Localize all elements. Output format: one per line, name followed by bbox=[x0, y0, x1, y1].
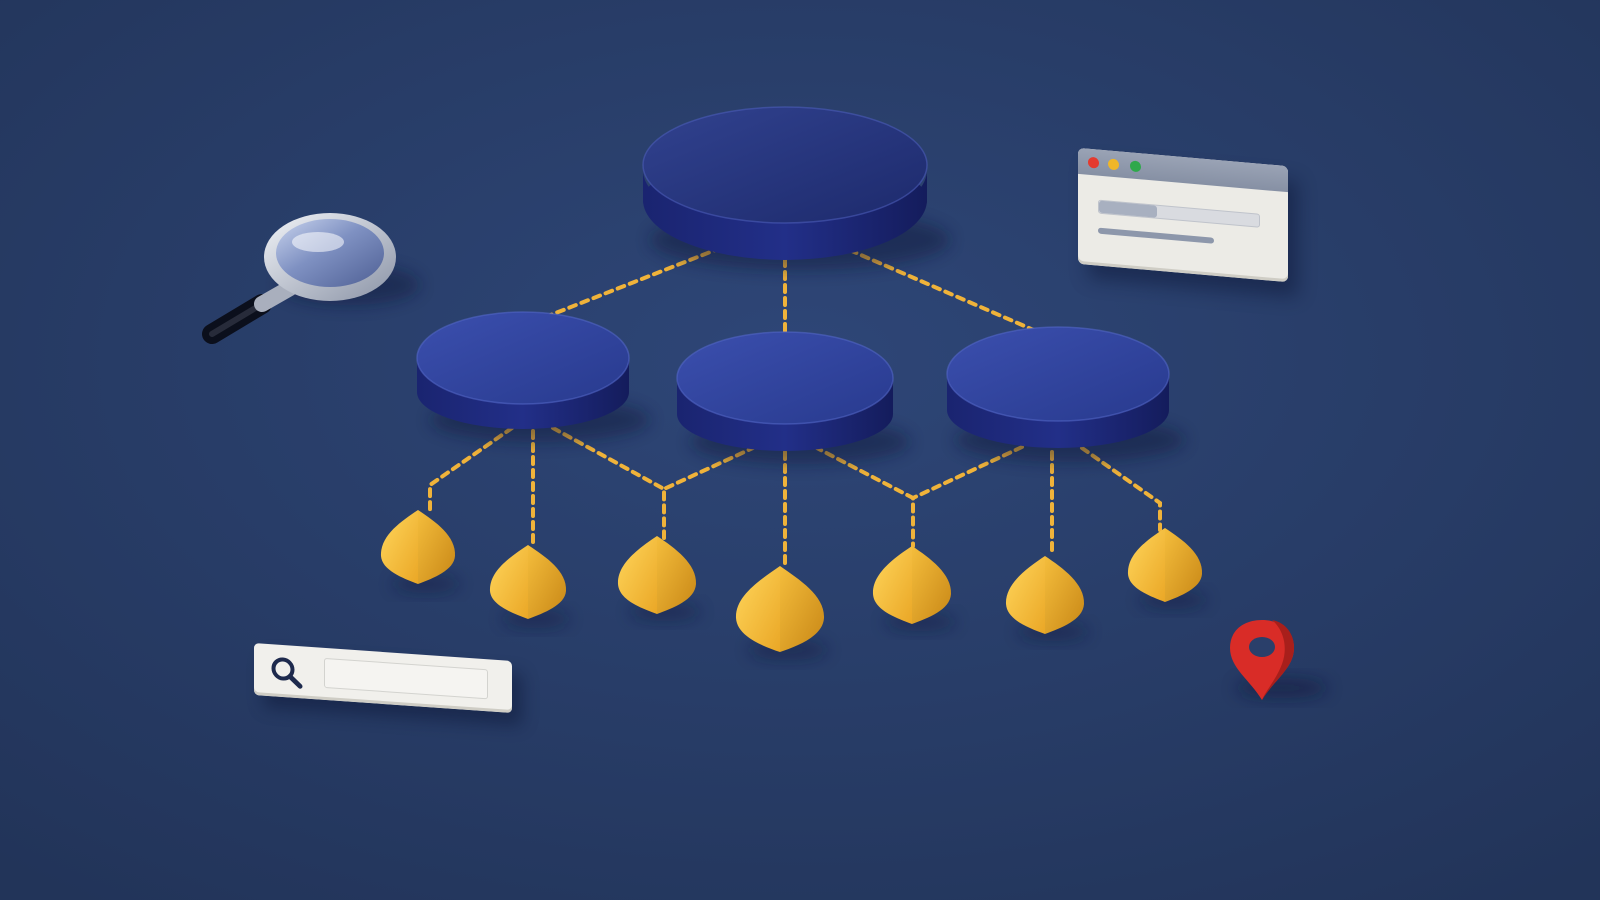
leaf-node-3 bbox=[617, 536, 701, 621]
browser-address-bar bbox=[1098, 199, 1260, 228]
connector-branch-left-leaf-1 bbox=[428, 426, 514, 512]
maximize-dot bbox=[1130, 160, 1141, 173]
minimize-dot bbox=[1108, 158, 1119, 171]
leaf-node-5 bbox=[872, 546, 956, 631]
leaf-node-6 bbox=[1005, 556, 1089, 641]
browser-window-icon bbox=[1078, 147, 1288, 283]
browser-text-line bbox=[1098, 227, 1214, 244]
search-icon bbox=[271, 657, 303, 689]
search-input[interactable] bbox=[324, 657, 488, 700]
magnifying-glass-icon bbox=[202, 213, 420, 344]
browser-address-bar-fill bbox=[1099, 200, 1157, 218]
branch-node-left bbox=[416, 311, 650, 442]
root-node bbox=[642, 106, 950, 270]
connector-branch-right-leaf-7 bbox=[1080, 446, 1162, 532]
leaf-node-1 bbox=[380, 510, 460, 593]
connector-branch-left-leaf-3 bbox=[551, 426, 666, 540]
leaf-node-2 bbox=[489, 545, 570, 628]
map-pin-icon bbox=[1230, 620, 1328, 700]
branch-node-center bbox=[676, 331, 910, 464]
close-dot bbox=[1088, 156, 1099, 169]
search-bar bbox=[254, 642, 512, 714]
leaf-node-7 bbox=[1127, 528, 1207, 609]
branch-node-right bbox=[946, 326, 1185, 462]
leaf-node-4 bbox=[735, 566, 828, 660]
